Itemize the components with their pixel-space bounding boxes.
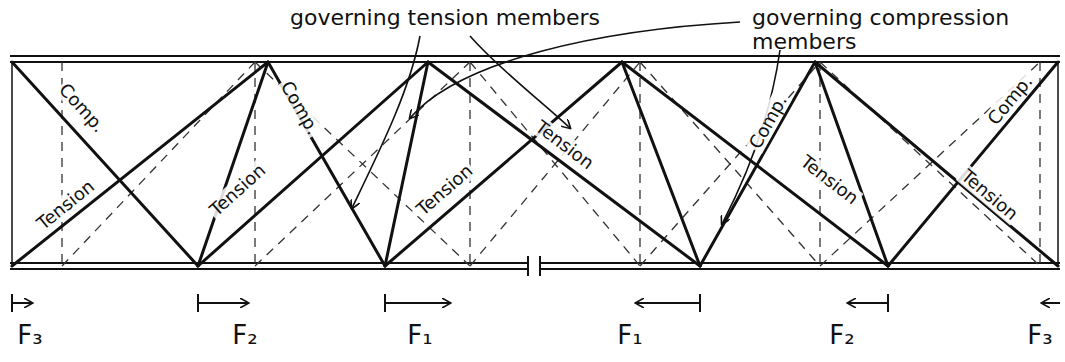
callout-text: governing compression members [752, 6, 1027, 54]
force-label: F₂ [230, 321, 259, 350]
member-label: Tension [796, 150, 864, 209]
force-label: F₁ [405, 321, 434, 350]
force-label: F₂ [827, 321, 856, 350]
force-label: F₁ [615, 321, 644, 350]
member-label: Comp. [276, 76, 324, 140]
member-label: Tension [956, 165, 1023, 226]
force-label: F₃ [15, 321, 44, 350]
member-label: Tension [412, 159, 479, 221]
force-label: F₃ [1025, 321, 1054, 350]
callout-text: governing tension members [290, 6, 600, 30]
